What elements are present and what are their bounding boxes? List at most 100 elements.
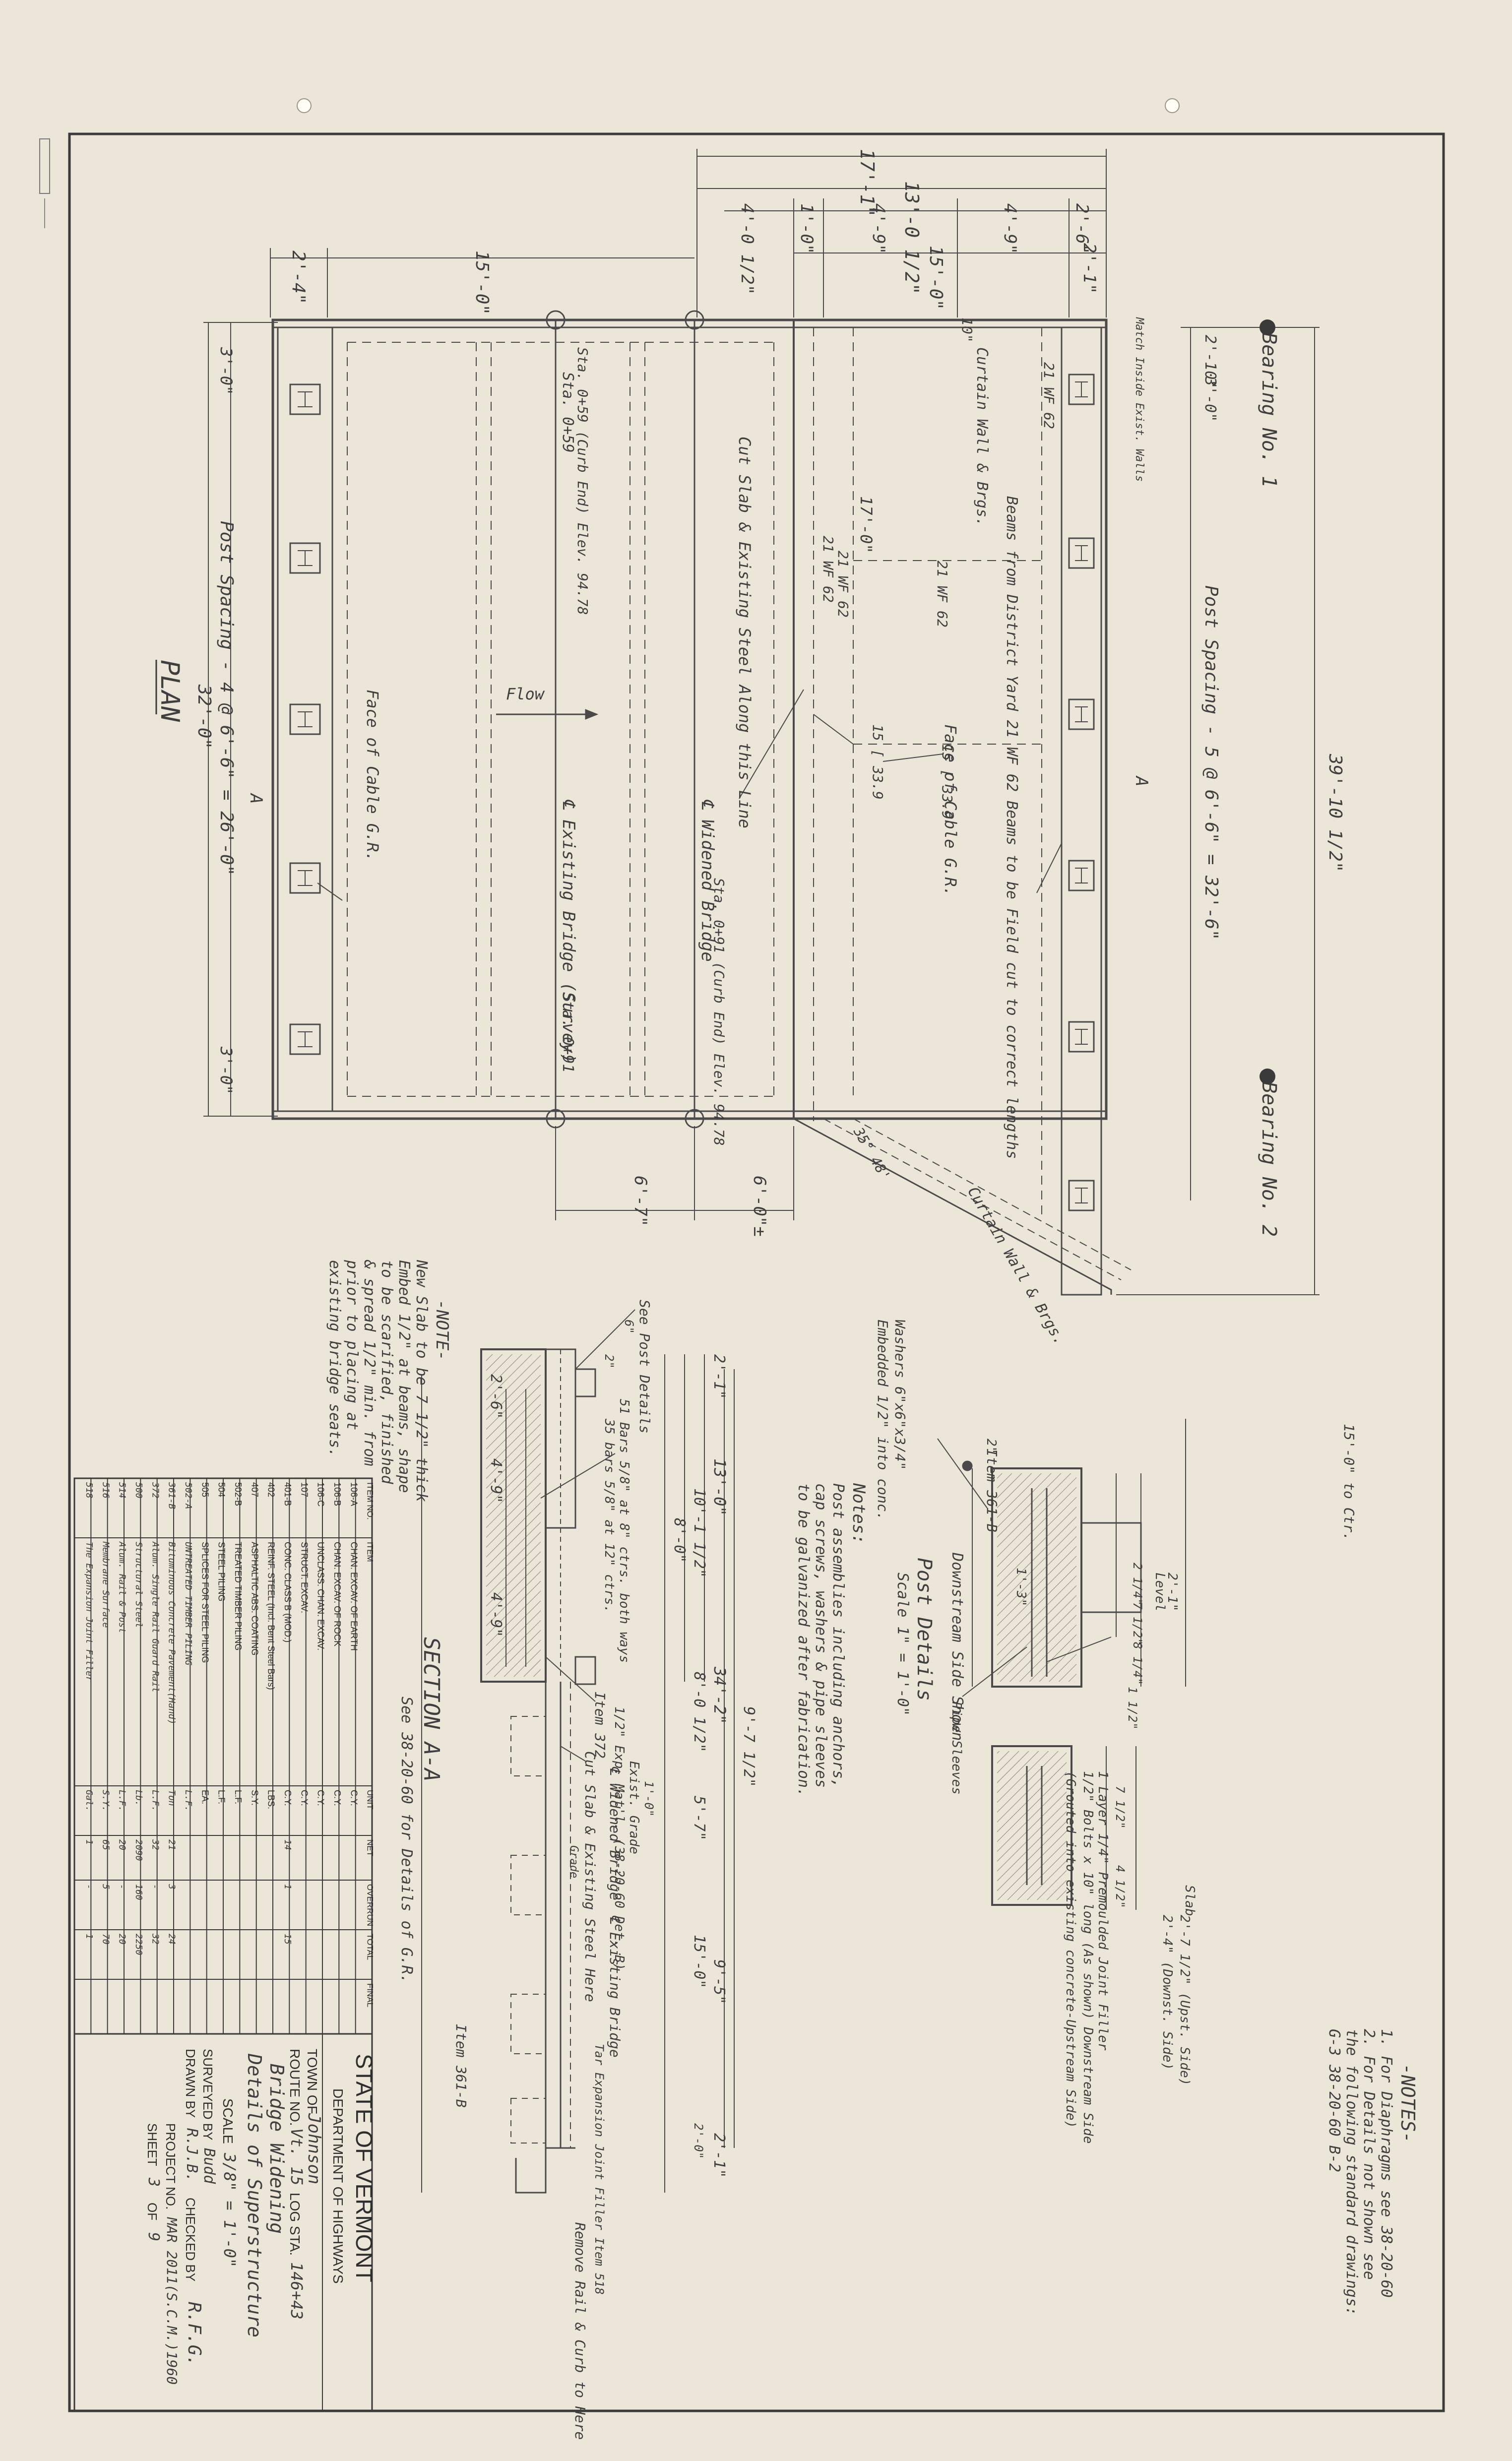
post-item-361: Item 361-B (984, 1449, 1000, 1532)
table-cell: 504 (217, 1482, 227, 1497)
section-title: SECTION A-A (419, 1637, 444, 1781)
table-cell: 514 (117, 1482, 127, 1499)
table-cell: 502-A (183, 1482, 193, 1509)
table-cell: Alum. Single Rail Guard Rail (150, 1541, 160, 1692)
sec-dim-14: 2'-0" (692, 2123, 705, 2159)
table-cell: 1 (84, 1839, 94, 1845)
wingwall-dim: 10" (959, 317, 975, 343)
sta-curb-1: Sta. 0+59 (Curb End) Elev. 94.78 (574, 347, 591, 615)
town-value: Johnson (304, 2113, 324, 2184)
exp-material: 1/2" Exp. Mat'l. (38-20-60 Det. B) (612, 1706, 627, 1970)
section-labels: SECTION A-A See 38-20-60 for Details of … (398, 1300, 757, 2440)
table-cell: 401-B (283, 1482, 293, 1506)
post-dim-5: 7 1/2" (1131, 1602, 1144, 1645)
title-block-text: STATE OF VERMONT DEPARTMENT OF HIGHWAYS … (145, 2049, 377, 2385)
punch-hole-left (297, 98, 312, 113)
table-cell: 20 (117, 1934, 127, 1945)
project-label: PROJECT NO. (163, 2123, 178, 2209)
project-title: Bridge Widening (266, 2064, 288, 2234)
beam-label-4: 21 WF 62 (835, 551, 851, 618)
table-cell: ASPHALTIC ABS. COATING (250, 1542, 259, 1655)
table-cell: C.Y. (349, 1790, 359, 1806)
cl-widened-section: ℄ Widened Bridge (607, 1766, 623, 1900)
table-cell: The Expansion Joint Filler (84, 1542, 94, 1682)
table-header: UNIT (366, 1790, 375, 1810)
post-dim-6: 8 1/4" (1131, 1642, 1144, 1685)
table-cell: 1 (84, 1934, 94, 1939)
deck-note-line-4: prior to placing at (343, 1260, 361, 1430)
table-cell: C.Y. (299, 1790, 309, 1806)
dim-39: 39'-10 1/2" (1325, 754, 1345, 872)
sec-dim-13: 2'-1" (710, 2133, 728, 2178)
sheet-title: Details of Superstructure (244, 2053, 265, 2337)
drawn-label: DRAWN BY (183, 2049, 198, 2118)
bearing-2-label: Bearing No. 2 (1258, 1081, 1280, 1237)
post-dim-9: 4 1/2" (1113, 1865, 1127, 1908)
table-header: TOTAL (366, 1934, 375, 1960)
title-block (73, 2033, 373, 2412)
dim-13: 13'-0 1/2" (901, 181, 923, 295)
table-cell: 32 (150, 1933, 160, 1945)
table-cell: CONC. CLASS B (MOD.) (283, 1542, 293, 1642)
table-cell: 70 (100, 1934, 111, 1945)
table-cell: C.Y. (283, 1790, 293, 1806)
table-cell: 2090 (133, 1839, 144, 1861)
table-cell: - (84, 1884, 94, 1890)
sec-dim-8: 34'-2" (710, 1666, 729, 1724)
anchors-label: 1/2" Bolts x 10" long (As shown) Downstr… (1080, 1771, 1095, 2144)
dim-24: 2'-4" (288, 251, 309, 304)
dim-15a: 15'-0" (926, 246, 946, 310)
dim-upstream: 2'-7 1/2" (Upst. Side) (1177, 1915, 1192, 2085)
dim-67: 6'-7" (630, 1176, 650, 1226)
table-cell: Bituminous Concrete Pavement(Hand) (167, 1542, 177, 1724)
manufacturer-mark (39, 138, 50, 228)
dim-4: 4'-0 1/2" (737, 203, 757, 295)
cl-existing-section: ℄ Existing Bridge (607, 1915, 623, 2058)
dim-32: 32'-0" (194, 684, 214, 749)
sec-dim-5: 10'-1 1/2" (691, 1488, 708, 1578)
cut-slab-here: Cut Slab & Existing Steel Here (582, 1751, 598, 2002)
table-cell: UNCLASS. CHAN. EXCAV. (316, 1542, 326, 1650)
table-cell: 106-B (332, 1482, 342, 1506)
dim-15b: 15'-0" (472, 251, 492, 315)
scale-value: 3/8" = 1'-0" (220, 2152, 239, 2268)
table-cell: 372 (150, 1482, 160, 1499)
general-notes-2: the following standard drawings: (1343, 2029, 1360, 2316)
sec-dim-9: 9'-7 1/2" (740, 1706, 757, 1787)
table-cell: L.F. (150, 1790, 160, 1811)
scale-label: SCALE (220, 2098, 236, 2144)
post-details-subtitle: Downstream Side Shown (948, 1552, 966, 1741)
dim-left-3a: 3'-0" (217, 347, 236, 395)
quantity-table-text: ITEM NO.ITEMUNITNETOVERRUNTOTALFINAL106-… (84, 1482, 375, 2007)
table-header: ITEM NO. (366, 1482, 375, 1520)
grade-label: Grade (567, 1845, 580, 1878)
sec-dim-2: 4'-9" (487, 1592, 504, 1637)
post-details-title: Post Details (913, 1558, 936, 1701)
table-cell: 107 (299, 1482, 309, 1497)
table-cell: 21 (167, 1839, 177, 1850)
table-cell: L.F. (233, 1790, 243, 1804)
post-details (937, 1419, 1186, 1910)
sec-dim-6: 8'-0" (671, 1518, 688, 1563)
section-subtitle: See 38-20-60 for Details of G.R. (398, 1697, 415, 1983)
post-dim-10: 15'-0" to Ctr. (1341, 1424, 1357, 1541)
dim-49a: 4'-9" (869, 203, 888, 254)
washer-notes-0: Post assemblies including anchors, (829, 1483, 847, 1788)
pipe-sleeves: Pipe Sleeves (949, 1702, 964, 1795)
table-cell: Structural Steel (133, 1542, 144, 1628)
table-cell: 14 (282, 1839, 293, 1850)
bearing-1-symbol (1260, 319, 1275, 335)
remove-rail: Remove Rail & Curb to Here (572, 2222, 588, 2440)
punch-hole-right (1165, 98, 1180, 113)
checked-value: R.F.G. (184, 2302, 204, 2366)
route-label: ROUTE NO. (287, 2049, 303, 2126)
table-cell: 20 (117, 1839, 127, 1850)
table-cell: 24 (167, 1934, 177, 1945)
surveyed-value: Budd (200, 2148, 218, 2184)
dim-post-spacing-left: Post Spacing - 4 @ 6'-6" = 26'-0" (216, 521, 237, 876)
post-dim-3: Level (1152, 1573, 1167, 1611)
post-dim-4: 2 1/4" (1131, 1563, 1144, 1606)
deck-note-line-3: & spread 1/2" min. from (361, 1260, 378, 1466)
dim-1: 1'-0" (797, 203, 817, 254)
table-cell: - (150, 1884, 160, 1890)
